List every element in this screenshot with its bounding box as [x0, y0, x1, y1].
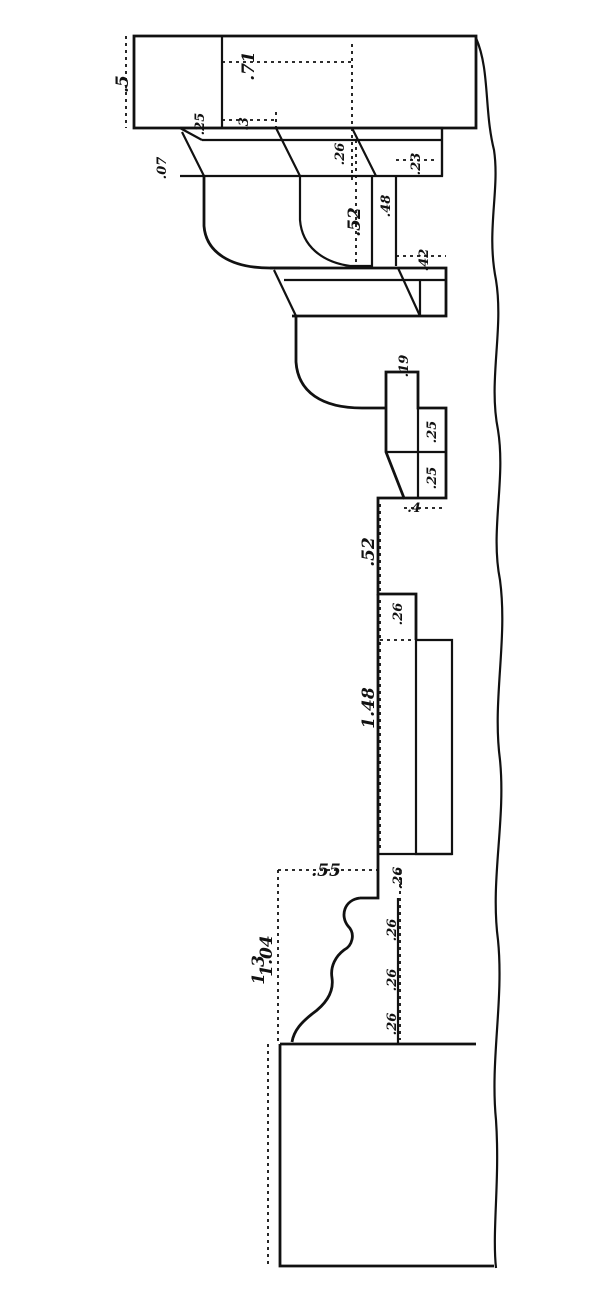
label-fillet-left: .07: [155, 157, 170, 180]
fascia-line-a: [179, 127, 203, 141]
corona-diag-1: [273, 269, 297, 317]
label-base-moulding-height: 1.04: [257, 935, 277, 976]
label-top-block-depth: .71: [239, 51, 259, 81]
fascia-diag-2: [351, 127, 377, 177]
label-band-upper: .25: [425, 421, 440, 444]
upper-cyma: [202, 176, 300, 270]
plinth: [278, 1044, 494, 1268]
label-plinth-height: 1.3: [249, 955, 269, 985]
wall-break-line: [474, 37, 504, 1269]
label-top-block-height: .5: [113, 75, 133, 93]
lower-cyma: [294, 316, 386, 410]
fascia-diag-1: [275, 127, 301, 177]
label-base-part-2: .26: [385, 969, 400, 992]
top-block: [132, 34, 478, 130]
label-fascia-tip: .23: [409, 153, 424, 176]
label-base-part-1: .26: [385, 919, 400, 942]
label-small-step: .19: [397, 355, 412, 378]
corona: [270, 266, 448, 318]
label-fillet-inner: .26: [333, 143, 348, 166]
fascia-diag-3: [181, 131, 205, 177]
label-neck-step: .26: [391, 603, 406, 626]
label-shaft-height: 1.48: [359, 687, 379, 729]
label-step-b: .3: [237, 117, 252, 131]
corona-diag-2: [397, 267, 421, 317]
label-base-step: .26: [391, 867, 406, 890]
base-step: [360, 854, 380, 900]
label-base-proj: .55: [311, 861, 341, 881]
label-cyma-height: .52: [345, 207, 365, 237]
shaft-panel: [414, 638, 454, 856]
label-band-lower: .25: [425, 467, 440, 490]
upper-fascia: [180, 126, 444, 178]
base-moulding: [290, 896, 361, 1043]
upper-cyma-inner: [298, 176, 374, 268]
label-offset: .4: [407, 501, 421, 516]
label-base-part-3: .26: [385, 1013, 400, 1036]
label-step-a: .25: [193, 113, 208, 136]
label-cyma-inner: .48: [379, 195, 394, 218]
label-neck-height: .52: [359, 537, 379, 567]
label-corona-proj: .42: [417, 249, 432, 272]
